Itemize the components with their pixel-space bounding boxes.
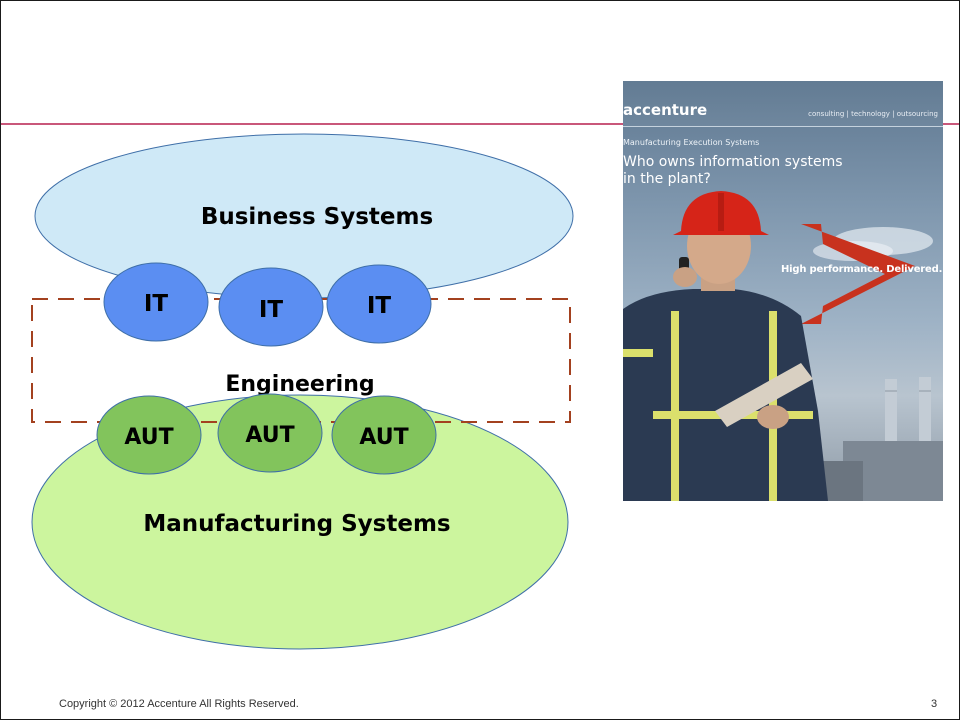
accenture-chevron-icon — [801, 224, 915, 324]
aut-circle-3 — [331, 395, 437, 475]
tablet-icon — [715, 363, 813, 427]
cover-slogan: High performance. Delivered. — [781, 264, 943, 275]
cover-photo-illustration — [623, 191, 943, 501]
business-systems-label: Business Systems — [201, 204, 433, 230]
aut-label-3: AUT — [359, 425, 408, 450]
page-number: 3 — [931, 698, 938, 710]
header-rule — [1, 123, 959, 125]
cover-tagline: consulting | technology | outsourcing — [808, 110, 938, 118]
aut-circle-2 — [217, 393, 323, 473]
footer-copyright: Copyright © 2012 Accenture All Rights Re… — [59, 698, 299, 710]
it-circle-1 — [103, 262, 209, 342]
cover-divider — [623, 126, 943, 127]
it-circle-2 — [218, 267, 324, 347]
cover-brand-logo: accenture — [623, 101, 708, 119]
it-label-2: IT — [259, 297, 284, 323]
report-cover-image: accenture consulting | technology | outs… — [623, 81, 943, 501]
cover-top-bar — [623, 81, 943, 126]
it-circle-3 — [326, 264, 432, 344]
engineering-label: Engineering — [225, 372, 374, 397]
it-label-3: IT — [367, 293, 392, 319]
aut-label-2: AUT — [245, 423, 294, 448]
aut-label-1: AUT — [124, 425, 173, 450]
manufacturing-systems-label: Manufacturing Systems — [143, 511, 450, 537]
cover-headline: Who owns information systems in the plan… — [623, 154, 843, 187]
aut-circle-1 — [96, 395, 202, 475]
org-diagram: Manufacturing Systems Business Systems E… — [31, 133, 574, 650]
cover-kicker: Manufacturing Execution Systems — [623, 138, 760, 147]
it-label-1: IT — [144, 291, 169, 317]
